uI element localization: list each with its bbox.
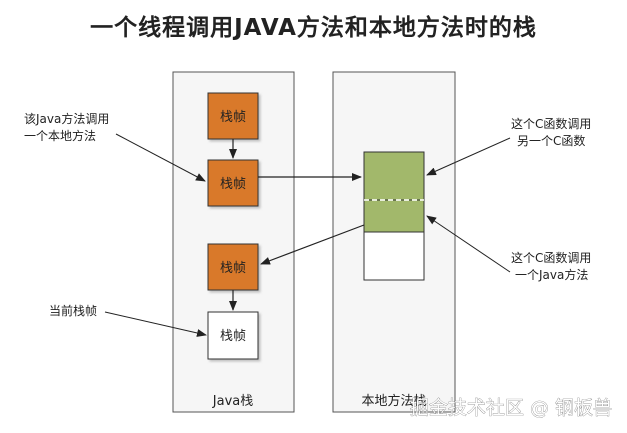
native-frame-1: [363, 151, 425, 201]
pointer-current-frame: [104, 311, 207, 337]
annotation-current-frame: 当前栈帧: [49, 303, 97, 318]
native-frame-2: [363, 199, 425, 233]
annotation-c-calls-c-1: 这个C函数调用: [511, 116, 591, 131]
annotation-c-calls-java-1: 这个C函数调用: [511, 250, 591, 265]
native-stack-label: 本地方法栈: [361, 393, 426, 409]
watermark: 掘金技术社区 @ 钢板兽: [410, 397, 612, 419]
native-frame-empty: [363, 231, 425, 281]
current-java-frame: [207, 311, 259, 360]
current-java-frame-label: 栈帧: [220, 329, 246, 344]
arrow-native-to-java: [260, 224, 365, 265]
java-stack-label: Java栈: [212, 394, 253, 409]
java-frame-1-label: 栈帧: [220, 110, 246, 125]
annotation-java-calls-native-1: 该Java方法调用: [24, 111, 109, 126]
annotation-java-calls-native-2: 一个本地方法: [24, 128, 96, 143]
java-frame-2-label: 栈帧: [220, 177, 246, 192]
pointer-java-calls-native: [115, 133, 206, 182]
java-frame-3-label: 栈帧: [220, 261, 246, 276]
annotation-c-calls-java-2: 一个Java方法: [515, 267, 588, 282]
diagram-title: 一个线程调用JAVA方法和本地方法时的栈: [90, 15, 537, 41]
pointer-c-calls-java: [426, 215, 511, 273]
pointer-c-calls-c: [426, 137, 511, 176]
java-frame-2: [207, 159, 259, 207]
annotation-c-calls-c-2: 另一个C函数: [517, 133, 585, 148]
